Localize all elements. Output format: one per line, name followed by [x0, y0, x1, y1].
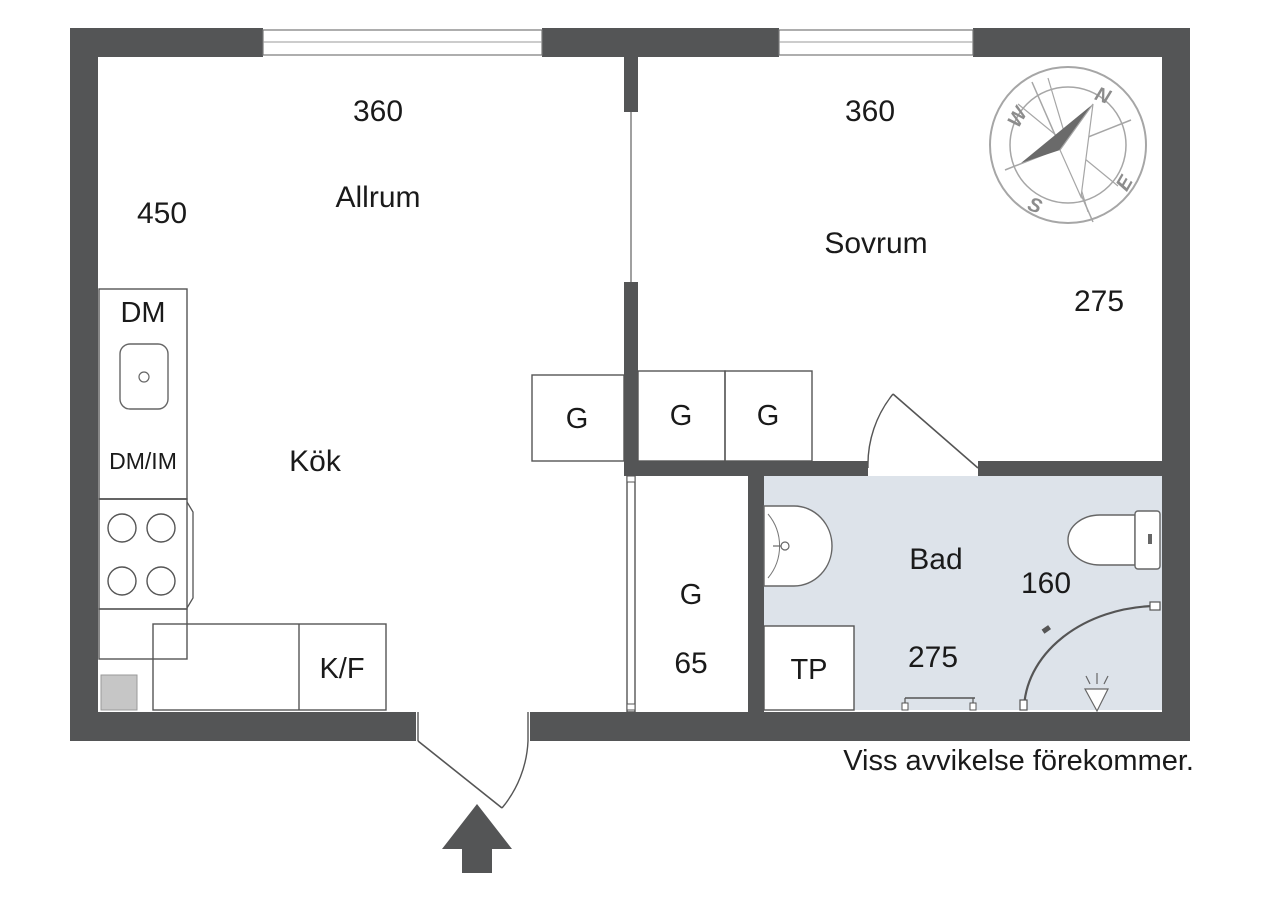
compass-rose-icon: N W E S: [989, 66, 1147, 224]
bathroom-sink-icon: [763, 505, 833, 587]
room-label-bad: Bad: [909, 543, 962, 576]
room-label-sovrum: Sovrum: [824, 227, 927, 260]
shower-icon: [1019, 601, 1161, 711]
dimension-sovrum-depth: 275: [1074, 285, 1124, 318]
compass-s: S: [1025, 193, 1046, 218]
fixture-label-g-4: G: [680, 579, 703, 611]
room-label-allrum: Allrum: [335, 181, 420, 214]
shaft: [100, 674, 138, 711]
kitchen-counter: [98, 288, 387, 711]
dimension-allrum-width: 360: [353, 95, 403, 128]
entrance-door: [417, 712, 529, 809]
dimension-allrum-depth: 450: [137, 197, 187, 230]
disclaimer-note: Viss avvikelse förekommer.: [843, 745, 1194, 777]
dimension-closet-width: 65: [674, 647, 707, 680]
windows: [262, 29, 974, 56]
outer-walls: [70, 28, 1190, 741]
radiator: [901, 697, 977, 711]
laundry-dryer: [763, 625, 855, 711]
toilet-icon: [1067, 510, 1161, 570]
fixture-label-tp: TP: [790, 654, 827, 686]
dimension-bad-width: 275: [908, 641, 958, 674]
compass-e: E: [1112, 172, 1138, 195]
stove-icon: [107, 501, 194, 609]
fixture-label-kf: K/F: [319, 653, 364, 685]
fixture-label-dm-im: DM/IM: [109, 448, 177, 474]
fixture-label-dm: DM: [120, 297, 165, 329]
compass-w: W: [1004, 102, 1034, 131]
fixture-label-g-2: G: [670, 400, 693, 432]
fixture-label-g-1: G: [566, 403, 589, 435]
closet-markers: [626, 475, 636, 711]
sink-icon: [119, 343, 169, 410]
room-label-kok: Kök: [289, 445, 342, 478]
wardrobes: [531, 370, 813, 462]
entrance-arrow-icon: [442, 804, 512, 873]
lamp-icon: [1083, 673, 1109, 713]
dimension-sovrum-width: 360: [845, 95, 895, 128]
bedroom-door: [867, 393, 979, 469]
fixture-label-g-3: G: [757, 400, 780, 432]
dimension-bad-depth: 160: [1021, 567, 1071, 600]
